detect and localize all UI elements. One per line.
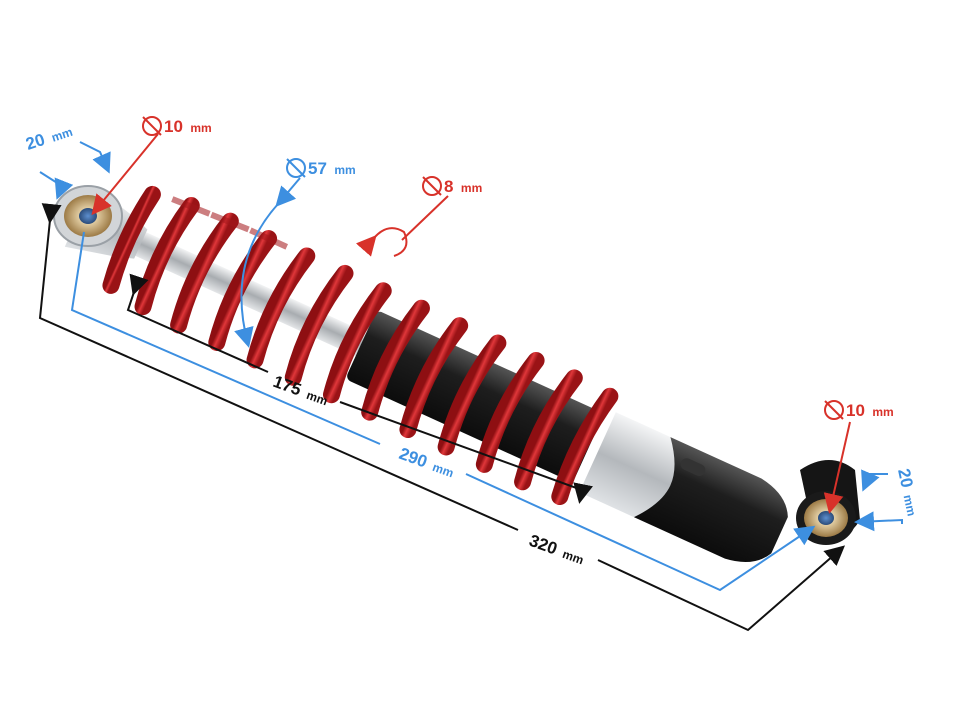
top-eye-width-value: 20 [23,130,47,154]
cap-slot [680,458,706,477]
svg-text:20 mm: 20 mm [894,467,923,518]
svg-text:320 mm: 320 mm [527,531,587,568]
center-length-value: 290 [397,444,430,472]
diameter-icon [422,176,442,196]
bottom-bore-dimension: 10 mm [823,400,894,514]
overall-length-unit: mm [561,547,586,567]
svg-text:57 mm: 57 mm [308,159,356,178]
overall-length-value: 320 [527,531,560,559]
top-bore-dimension: 10 mm [91,116,212,216]
svg-text:10 mm: 10 mm [846,401,894,420]
bottom-bore-value: 10 [846,401,865,420]
wire-diameter-unit: mm [461,181,482,195]
overall-length-dimension: 320 mm [38,203,846,632]
bottom-bore-unit: mm [872,405,893,419]
spring-diameter-value: 57 [308,159,327,178]
bottom-eye-width-value: 20 [894,467,917,489]
diameter-icon [286,158,306,178]
shock-absorber [64,184,788,563]
center-length-unit: mm [431,460,456,480]
wire-diameter-value: 8 [444,177,453,196]
diameter-icon [142,116,162,136]
spring-diameter-unit: mm [334,163,355,177]
coil-spring-back [171,196,289,250]
top-eye-width-dimension: 20 mm [23,121,111,200]
top-bore-unit: mm [190,121,211,135]
svg-text:20 mm: 20 mm [23,121,74,154]
bottom-eye-width-dimension: 20 mm [854,467,923,532]
diameter-icon [824,400,844,420]
spring-diameter-dimension: 57 mm [234,158,356,348]
top-bore-value: 10 [164,117,183,136]
svg-text:8 mm: 8 mm [444,177,482,196]
wire-diameter-dimension: 8 mm [355,176,482,257]
lower-cap [633,437,788,563]
bottom-eye-width-unit: mm [901,494,919,518]
top-eye [53,185,123,247]
top-eye-width-unit: mm [50,125,75,145]
spring-length-unit: mm [305,388,330,408]
svg-text:10 mm: 10 mm [164,117,212,136]
coil-spring [102,185,619,506]
